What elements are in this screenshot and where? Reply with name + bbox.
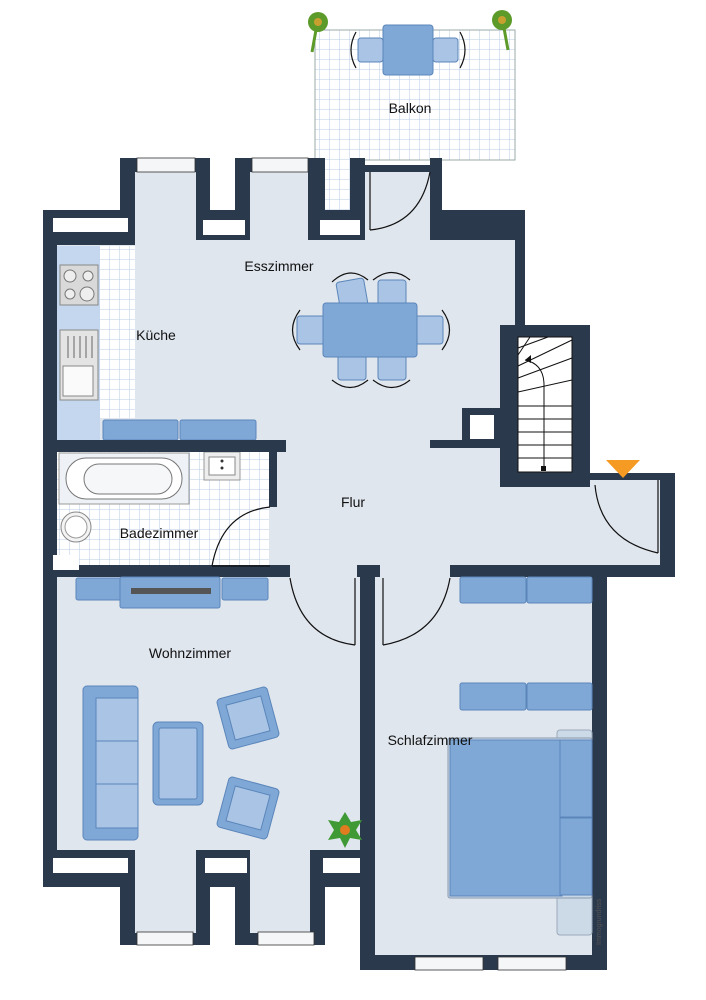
bedroom-door[interactable]	[382, 577, 451, 646]
coffee-table	[152, 721, 204, 806]
balcony	[308, 10, 516, 212]
stair-step	[517, 336, 549, 349]
shaft	[470, 415, 494, 439]
toilet-icon	[60, 511, 92, 543]
windows	[136, 157, 567, 971]
armchair	[216, 686, 280, 750]
kitchen-cabinet	[102, 419, 179, 441]
tv-icon	[131, 588, 211, 594]
room-label-hall: Flur	[341, 494, 365, 510]
living-room-furniture	[75, 576, 362, 848]
room-label-dining: Esszimmer	[244, 258, 314, 274]
bathtub-icon	[58, 452, 190, 505]
balcony-table	[350, 24, 466, 76]
stove-icon	[59, 264, 99, 306]
staircase[interactable]	[517, 336, 573, 473]
wall-recess	[53, 555, 79, 570]
plant-icon	[492, 10, 512, 51]
sofa	[82, 685, 139, 841]
room-label-living: Wohnzimmer	[149, 645, 232, 661]
balcony-door[interactable]	[369, 171, 431, 231]
stair-step	[517, 339, 573, 367]
entrance-door[interactable]	[594, 480, 659, 554]
stair-step	[517, 357, 573, 379]
room-label-bath: Badezimmer	[120, 525, 199, 541]
bedroom-furniture	[447, 576, 593, 936]
dining-table	[291, 271, 451, 389]
stair-step	[517, 379, 573, 393]
sink-icon	[59, 329, 99, 401]
living-room-door[interactable]	[289, 577, 356, 646]
doors[interactable]	[211, 171, 659, 646]
interior-walls	[43, 325, 607, 970]
washbasin-icon	[203, 451, 241, 481]
entrance-marker-icon	[606, 460, 640, 478]
armchair	[216, 776, 280, 840]
room-label-balcony: Balkon	[389, 100, 432, 116]
double-bed	[447, 737, 593, 899]
plant-icon	[308, 12, 328, 53]
room-label-kitchen: Küche	[136, 327, 176, 343]
room-label-bedroom: Schlafzimmer	[388, 732, 473, 748]
kitchen-cabinet	[179, 419, 257, 441]
bathroom-door[interactable]	[211, 506, 271, 567]
watermark: Immogrundriss	[596, 898, 603, 945]
plant-icon	[328, 812, 362, 848]
kitchen	[57, 246, 257, 441]
bathroom	[57, 451, 269, 565]
